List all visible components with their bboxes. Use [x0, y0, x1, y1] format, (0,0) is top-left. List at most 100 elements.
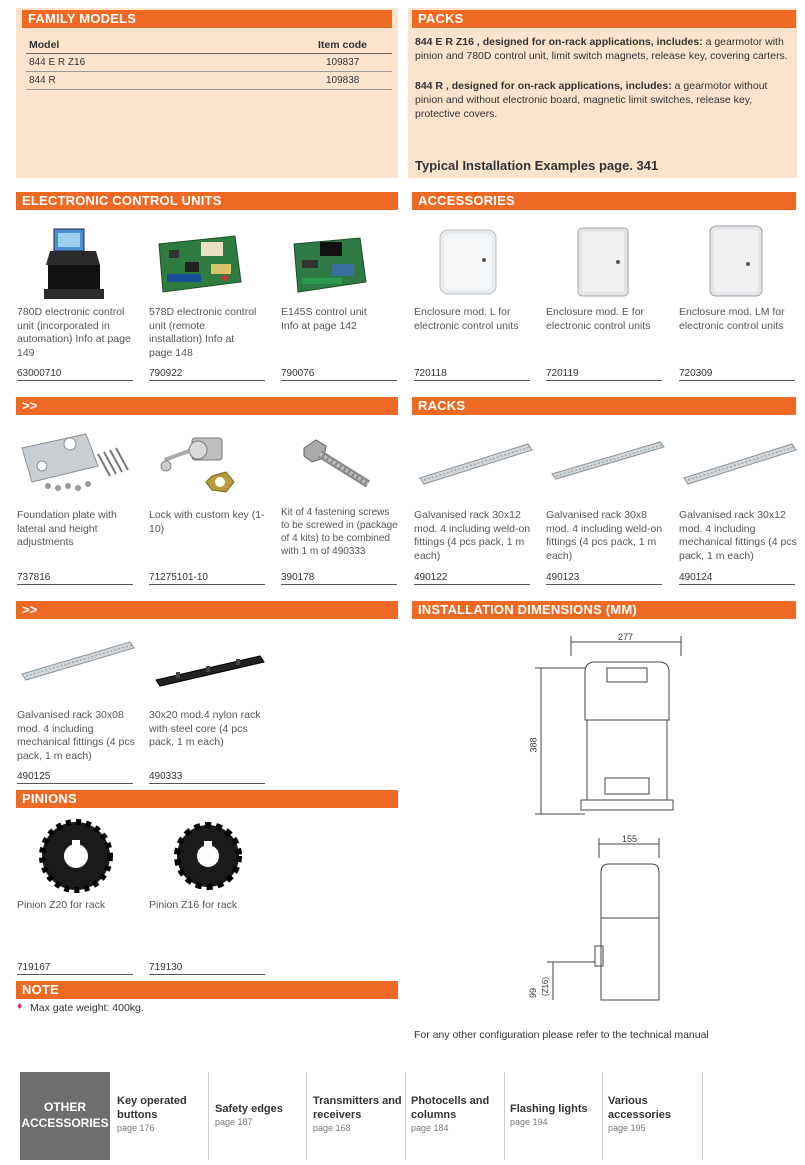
- packs-panel: [408, 8, 797, 178]
- foundation-plate-image: [21, 433, 129, 491]
- rack-code: 490122: [414, 571, 530, 585]
- table-rule: [26, 89, 392, 90]
- rack-caption: Galvanised rack 30x12 mod. 4 including w…: [414, 509, 531, 562]
- pinion-caption: Pinion Z20 for rack: [17, 899, 106, 911]
- other-category-page: page 184: [411, 1123, 449, 1133]
- technical-manual-note: For any other configuration please refer…: [414, 1029, 709, 1041]
- fastening-screws-image: [303, 439, 371, 488]
- accessory-caption: Enclosure mod. E for electronic control …: [546, 306, 651, 332]
- enclosure-lm-image: [709, 225, 763, 297]
- pack-title-2: 844 R , designed for on-rack application…: [415, 80, 672, 92]
- installation-drawing: [535, 636, 682, 1001]
- packs-header: PACKS: [412, 10, 796, 28]
- other-category-title: Key operated buttons: [117, 1095, 187, 1121]
- accessory-code: 720118: [414, 367, 530, 381]
- other-category-title: Photocells and columns: [411, 1095, 490, 1121]
- other-category-page: page 194: [510, 1117, 548, 1127]
- pack-title-1: 844 E R Z16 , designed for on-rack appli…: [415, 36, 703, 48]
- table-rule: [26, 53, 392, 54]
- other-category[interactable]: Safety edges page 187: [210, 1072, 307, 1160]
- more-rack-caption: 30x20 mod.4 nylon rack with steel core (…: [149, 709, 261, 748]
- pack-text-1: a gearmotor with pinion and 780D control…: [415, 36, 788, 62]
- enclosure-e-image: [577, 227, 629, 297]
- other-category-page: page 187: [215, 1117, 253, 1127]
- pinion-z16-image: [174, 822, 242, 890]
- table-row-model: 844 R: [29, 75, 56, 86]
- rack-30x12-mechanical-image: [683, 443, 797, 485]
- ecu-780d-image: [44, 228, 104, 299]
- nylon-rack-image: [155, 655, 265, 687]
- more-caption: Lock with custom key (1-10): [149, 509, 265, 535]
- ecu-code: 790076: [281, 367, 397, 381]
- ecu-header: ELECTRONIC CONTROL UNITS: [16, 192, 398, 210]
- ecu-caption: 780D electronic control unit (incorporat…: [17, 306, 131, 359]
- other-category[interactable]: Flashing lights page 194: [505, 1072, 603, 1160]
- family-models-header: FAMILY MODELS: [22, 10, 392, 28]
- ecu-caption: 578D electronic control unit (remote ins…: [149, 306, 257, 359]
- lock-image: [160, 437, 235, 493]
- note-header: NOTE: [16, 981, 398, 999]
- other-accessories-block: OTHER ACCESSORIES: [20, 1072, 110, 1160]
- more-caption: Foundation plate with lateral and height…: [17, 509, 117, 548]
- dim-pinion: 99: [528, 987, 539, 999]
- accessories-header: ACCESSORIES: [412, 192, 796, 210]
- pinion-z20-image: [39, 819, 113, 893]
- more-code: 737816: [17, 571, 133, 585]
- racks-header: RACKS: [412, 397, 796, 415]
- pack-text-2: a gearmotor without pinion and without e…: [415, 80, 768, 120]
- dim-height: 388: [528, 737, 539, 753]
- ecu-code: 790922: [149, 367, 265, 381]
- rack-code: 490123: [546, 571, 662, 585]
- ecu-578d-image: [158, 235, 242, 293]
- pinion-caption: Pinion Z16 for rack: [149, 899, 238, 911]
- enclosure-l-image: [439, 229, 497, 295]
- dim-depth: 155: [622, 834, 638, 844]
- table-row-code: 109837: [326, 57, 360, 68]
- other-category[interactable]: Key operated buttons page 176: [112, 1072, 209, 1160]
- other-category-page: page 195: [608, 1123, 646, 1133]
- installation-examples-link[interactable]: Typical Installation Examples page. 341: [415, 158, 659, 173]
- rack-code: 490124: [679, 571, 795, 585]
- col-model: Model: [29, 39, 60, 51]
- other-category-title: Transmitters and receivers: [313, 1095, 402, 1121]
- more-rack-code: 490125: [17, 770, 133, 784]
- rack-caption: Galvanised rack 30x12 mod. 4 including m…: [679, 509, 797, 562]
- ecu-code: 63000710: [17, 367, 133, 381]
- table-row-model: 844 E R Z16: [29, 57, 86, 68]
- more-caption: Kit of 4 fastening screws to be screwed …: [281, 507, 398, 557]
- accessory-caption: Enclosure mod. L for electronic control …: [414, 306, 519, 332]
- other-category[interactable]: Photocells and columns page 184: [406, 1072, 505, 1160]
- more-rack-code: 490333: [149, 770, 265, 784]
- other-category-page: page 176: [117, 1123, 155, 1133]
- other-category-page: page 168: [313, 1123, 351, 1133]
- table-rule: [26, 71, 392, 72]
- accessory-caption: Enclosure mod. LM for electronic control…: [679, 306, 785, 332]
- rack-30x8-image: [551, 441, 665, 480]
- ecu-e145s-image: [293, 237, 367, 293]
- other-accessories-title: OTHER ACCESSORIES: [21, 1100, 109, 1130]
- note-bullet-icon: ♦: [17, 1001, 23, 1012]
- other-category-title: Safety edges: [215, 1103, 283, 1115]
- pinions-header: PINIONS: [16, 790, 398, 808]
- more-accessories-header: >>: [16, 397, 398, 415]
- other-category-title: Various accessories: [608, 1095, 671, 1121]
- pinion-code: 719167: [17, 961, 133, 975]
- more-code: 71275101-10: [149, 571, 265, 585]
- more-rack-caption: Galvanised rack 30x08 mod. 4 including m…: [17, 709, 135, 762]
- pinion-code: 719130: [149, 961, 265, 975]
- dim-pinion-label: (Z16): [541, 976, 551, 997]
- dim-width: 277: [618, 632, 634, 642]
- other-category[interactable]: Various accessories page 195: [603, 1072, 703, 1160]
- note-text: Max gate weight: 400kg.: [30, 1002, 144, 1014]
- table-row-code: 109838: [326, 75, 360, 86]
- accessory-code: 720309: [679, 367, 795, 381]
- pack-description-2: 844 R , designed for on-rack application…: [415, 79, 790, 121]
- rack-30x12-image: [419, 443, 533, 485]
- rack-caption: Galvanised rack 30x8 mod. 4 including we…: [546, 509, 663, 562]
- col-item-code: Item code: [318, 39, 368, 51]
- other-category[interactable]: Transmitters and receivers page 168: [308, 1072, 406, 1160]
- installation-dimensions-header: INSTALLATION DIMENSIONS (MM): [412, 601, 796, 619]
- accessory-code: 720119: [546, 367, 662, 381]
- other-category-title: Flashing lights: [510, 1103, 588, 1115]
- family-models-panel: [16, 8, 398, 178]
